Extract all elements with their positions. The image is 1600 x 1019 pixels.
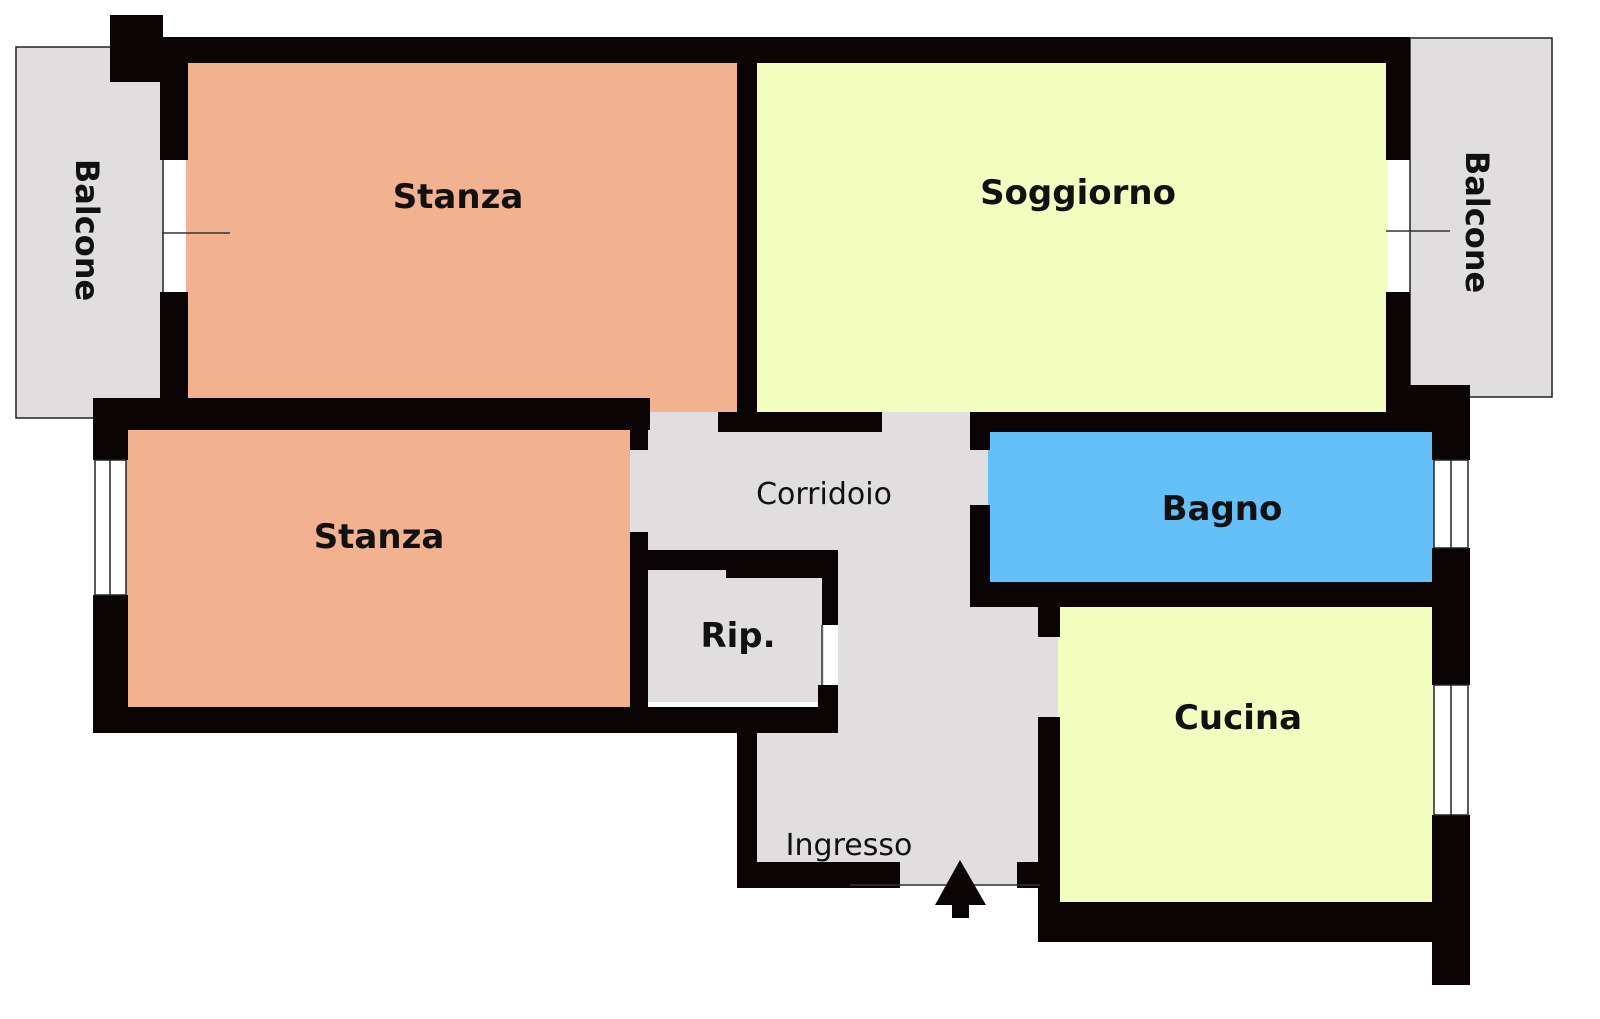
room-label-balcone-left: Balcone bbox=[68, 159, 106, 301]
walls bbox=[93, 15, 1470, 985]
room-balcone-left bbox=[15, 46, 164, 419]
room-balcone-right bbox=[1409, 37, 1553, 398]
room-bagno bbox=[988, 430, 1434, 584]
room-label-bagno: Bagno bbox=[1162, 489, 1283, 529]
room-label-stanza-top: Stanza bbox=[393, 177, 524, 217]
room-ripostiglio bbox=[646, 568, 824, 702]
room-label-ripostiglio: Rip. bbox=[700, 616, 775, 656]
room-label-stanza-bottom: Stanza bbox=[314, 517, 445, 557]
room-stanza-top bbox=[186, 63, 739, 413]
arrow-up-icon bbox=[935, 860, 986, 918]
room-label-corridoio: Corridoio bbox=[756, 477, 892, 512]
room-label-ingresso: Ingresso bbox=[786, 828, 913, 863]
room-cucina bbox=[1058, 605, 1434, 904]
room-label-cucina: Cucina bbox=[1174, 698, 1302, 738]
room-label-soggiorno: Soggiorno bbox=[980, 173, 1176, 213]
room-label-balcone-right: Balcone bbox=[1458, 151, 1496, 293]
door-lines bbox=[162, 230, 1450, 886]
room-stanza-bottom bbox=[126, 428, 632, 709]
room-corridoio bbox=[630, 412, 1060, 886]
room-soggiorno bbox=[755, 63, 1388, 413]
windows bbox=[94, 459, 1469, 816]
